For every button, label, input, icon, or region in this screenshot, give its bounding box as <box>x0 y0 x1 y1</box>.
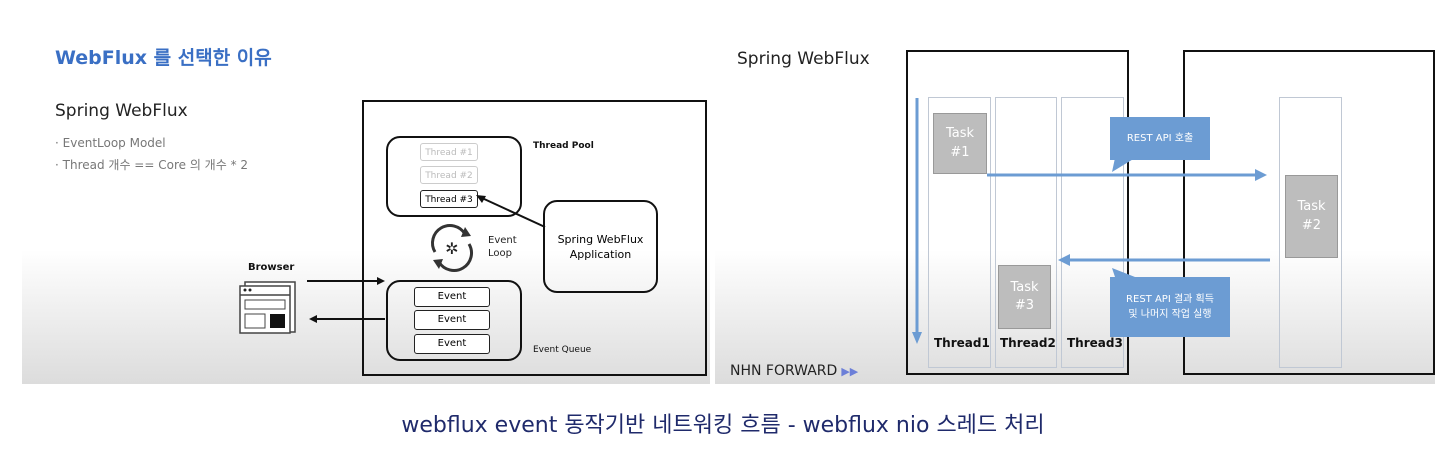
brand-logo: NHN FORWARD ▶▶ <box>730 363 858 379</box>
callout-rest-api-result: REST API 결과 획득 및 나머지 작업 실행 <box>1110 277 1230 337</box>
left-slide <box>22 30 710 384</box>
webflux-application-box: Spring WebFlux Application <box>543 200 658 293</box>
event-queue-box <box>386 280 522 361</box>
figure-caption: webflux event 동작기반 네트워킹 흐름 - webflux nio… <box>401 413 1045 438</box>
thread-column <box>1061 97 1124 368</box>
thread-label: Thread3 <box>1067 336 1123 350</box>
webflux-server-box <box>906 50 1129 375</box>
server-box <box>362 100 707 376</box>
thread-column <box>928 97 991 368</box>
event-item: Event <box>414 287 490 307</box>
thread-label: Thread2 <box>1000 336 1056 350</box>
bullet-item: · Thread 개수 == Core 의 개수 * 2 <box>55 158 249 172</box>
bullet-item: · EventLoop Model <box>55 136 166 150</box>
thread-column <box>995 97 1057 368</box>
event-loop-label: Event Loop <box>488 235 517 259</box>
arrow-to-thread <box>476 195 546 228</box>
bullet-list: · EventLoop Model · Thread 개수 == Core 의 … <box>55 132 248 176</box>
thread-item: Thread #2 <box>420 166 478 184</box>
task-block: Task #3 <box>998 265 1051 329</box>
brand-text: NHN FORWARD <box>730 363 838 379</box>
browser-icon <box>239 281 296 334</box>
event-loop-icon: ✲ <box>431 224 473 272</box>
thread-label: Thread1 <box>934 336 990 350</box>
browser-label: Browser <box>248 262 295 273</box>
external-api-box <box>1183 50 1435 375</box>
task-block: Task #2 <box>1285 175 1338 258</box>
event-item: Event <box>414 310 490 330</box>
thread-pool-box <box>386 136 522 217</box>
event-queue-label: Event Queue <box>533 345 592 355</box>
thread-item: Thread #1 <box>420 143 478 161</box>
play-arrows-icon: ▶▶ <box>841 364 859 378</box>
api-column <box>1279 97 1342 368</box>
slide-title: WebFlux 를 선택한 이유 <box>55 47 272 69</box>
slide-subtitle: Spring WebFlux <box>737 49 870 69</box>
flow-arrows <box>912 98 1270 344</box>
thread-item: Thread #3 <box>420 190 478 208</box>
request-response-arrows <box>307 277 385 323</box>
callout-rest-api-call: REST API 호출 <box>1110 117 1210 160</box>
task-block: Task #1 <box>933 113 987 174</box>
event-item: Event <box>414 334 490 354</box>
thread-pool-label: Thread Pool <box>533 141 594 151</box>
slide-subtitle: Spring WebFlux <box>55 101 188 121</box>
svg-text:✲: ✲ <box>445 239 458 258</box>
